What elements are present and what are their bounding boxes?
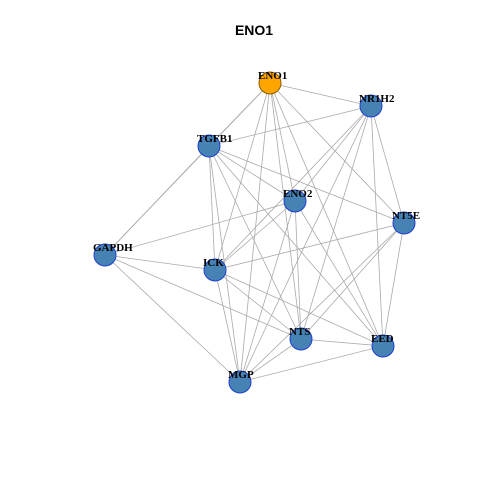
node-nr1h2: NR1H2 (359, 93, 395, 118)
edge-nts-mgp (239, 338, 302, 383)
edge-eno1-eno2 (269, 82, 296, 202)
node-label: NTS (289, 326, 310, 338)
edge-gapdh-ick (104, 254, 216, 271)
node-circle (392, 211, 416, 235)
node-mgp: MGP (228, 369, 254, 394)
edge-nr1h2-eed (370, 105, 384, 347)
edge-nt5e-nts (300, 222, 405, 340)
node-nts: NTS (289, 326, 313, 351)
edge-eno1-nts (269, 82, 302, 340)
edge-eno1-nt5e (269, 82, 405, 224)
node-label: NR1H2 (359, 93, 395, 105)
node-tgfb1: TGFB1 (197, 133, 232, 158)
node-label: EED (371, 333, 394, 345)
node-circle (93, 243, 117, 267)
node-label: MGP (228, 369, 254, 381)
edge-tgfb1-eed (208, 145, 384, 347)
edge-nr1h2-tgfb1 (208, 105, 372, 147)
edge-tgfb1-eno2 (208, 145, 296, 202)
edge-tgfb1-gapdh (104, 145, 210, 256)
edge-eno1-ick (214, 82, 271, 271)
node-label: GAPDH (93, 242, 133, 254)
edge-eno2-ick (214, 200, 296, 271)
edge-tgfb1-nts (208, 145, 302, 340)
edges-layer (104, 82, 405, 383)
node-circle (228, 370, 252, 394)
edge-nr1h2-nts (300, 105, 372, 340)
edge-tgfb1-nt5e (208, 145, 405, 224)
edge-nr1h2-nt5e (370, 105, 405, 224)
edge-eno1-nr1h2 (269, 82, 372, 107)
node-label: TGFB1 (197, 133, 232, 145)
node-ick: ICK (203, 257, 227, 282)
node-circle (359, 94, 383, 118)
node-circle (203, 258, 227, 282)
edge-nt5e-mgp (239, 222, 405, 383)
node-label: ICK (203, 257, 224, 269)
node-eed: EED (371, 333, 395, 358)
edge-eno2-gapdh (104, 200, 296, 256)
edge-gapdh-mgp (104, 254, 241, 383)
node-circle (289, 327, 313, 351)
edge-eed-mgp (239, 345, 384, 383)
node-circle (283, 189, 307, 213)
edge-gapdh-nts (104, 254, 302, 340)
edge-nr1h2-mgp (239, 105, 372, 383)
graph-title: ENO1 (235, 22, 273, 38)
node-gapdh: GAPDH (93, 242, 133, 267)
edge-nt5e-eed (382, 222, 405, 347)
edge-ick-eed (214, 269, 384, 347)
node-circle (258, 71, 282, 95)
edge-eno1-eed (269, 82, 384, 347)
node-label: ENO2 (283, 188, 313, 200)
node-label: ENO1 (258, 70, 287, 82)
node-eno1: ENO1 (258, 70, 287, 95)
node-circle (371, 334, 395, 358)
node-nt5e: NT5E (392, 210, 420, 235)
edge-nr1h2-ick (214, 105, 372, 271)
edge-eno2-nts (294, 200, 302, 340)
node-label: NT5E (392, 210, 420, 222)
edge-nts-eed (300, 338, 384, 347)
node-eno2: ENO2 (283, 188, 313, 213)
edge-ick-mgp (214, 269, 241, 383)
edge-nt5e-ick (214, 222, 405, 271)
edge-eno1-mgp (239, 82, 271, 383)
node-circle (197, 134, 221, 158)
edge-eno2-mgp (239, 200, 296, 383)
edge-ick-nts (214, 269, 302, 340)
edge-eno2-eed (294, 200, 384, 347)
edge-tgfb1-ick (208, 145, 216, 271)
